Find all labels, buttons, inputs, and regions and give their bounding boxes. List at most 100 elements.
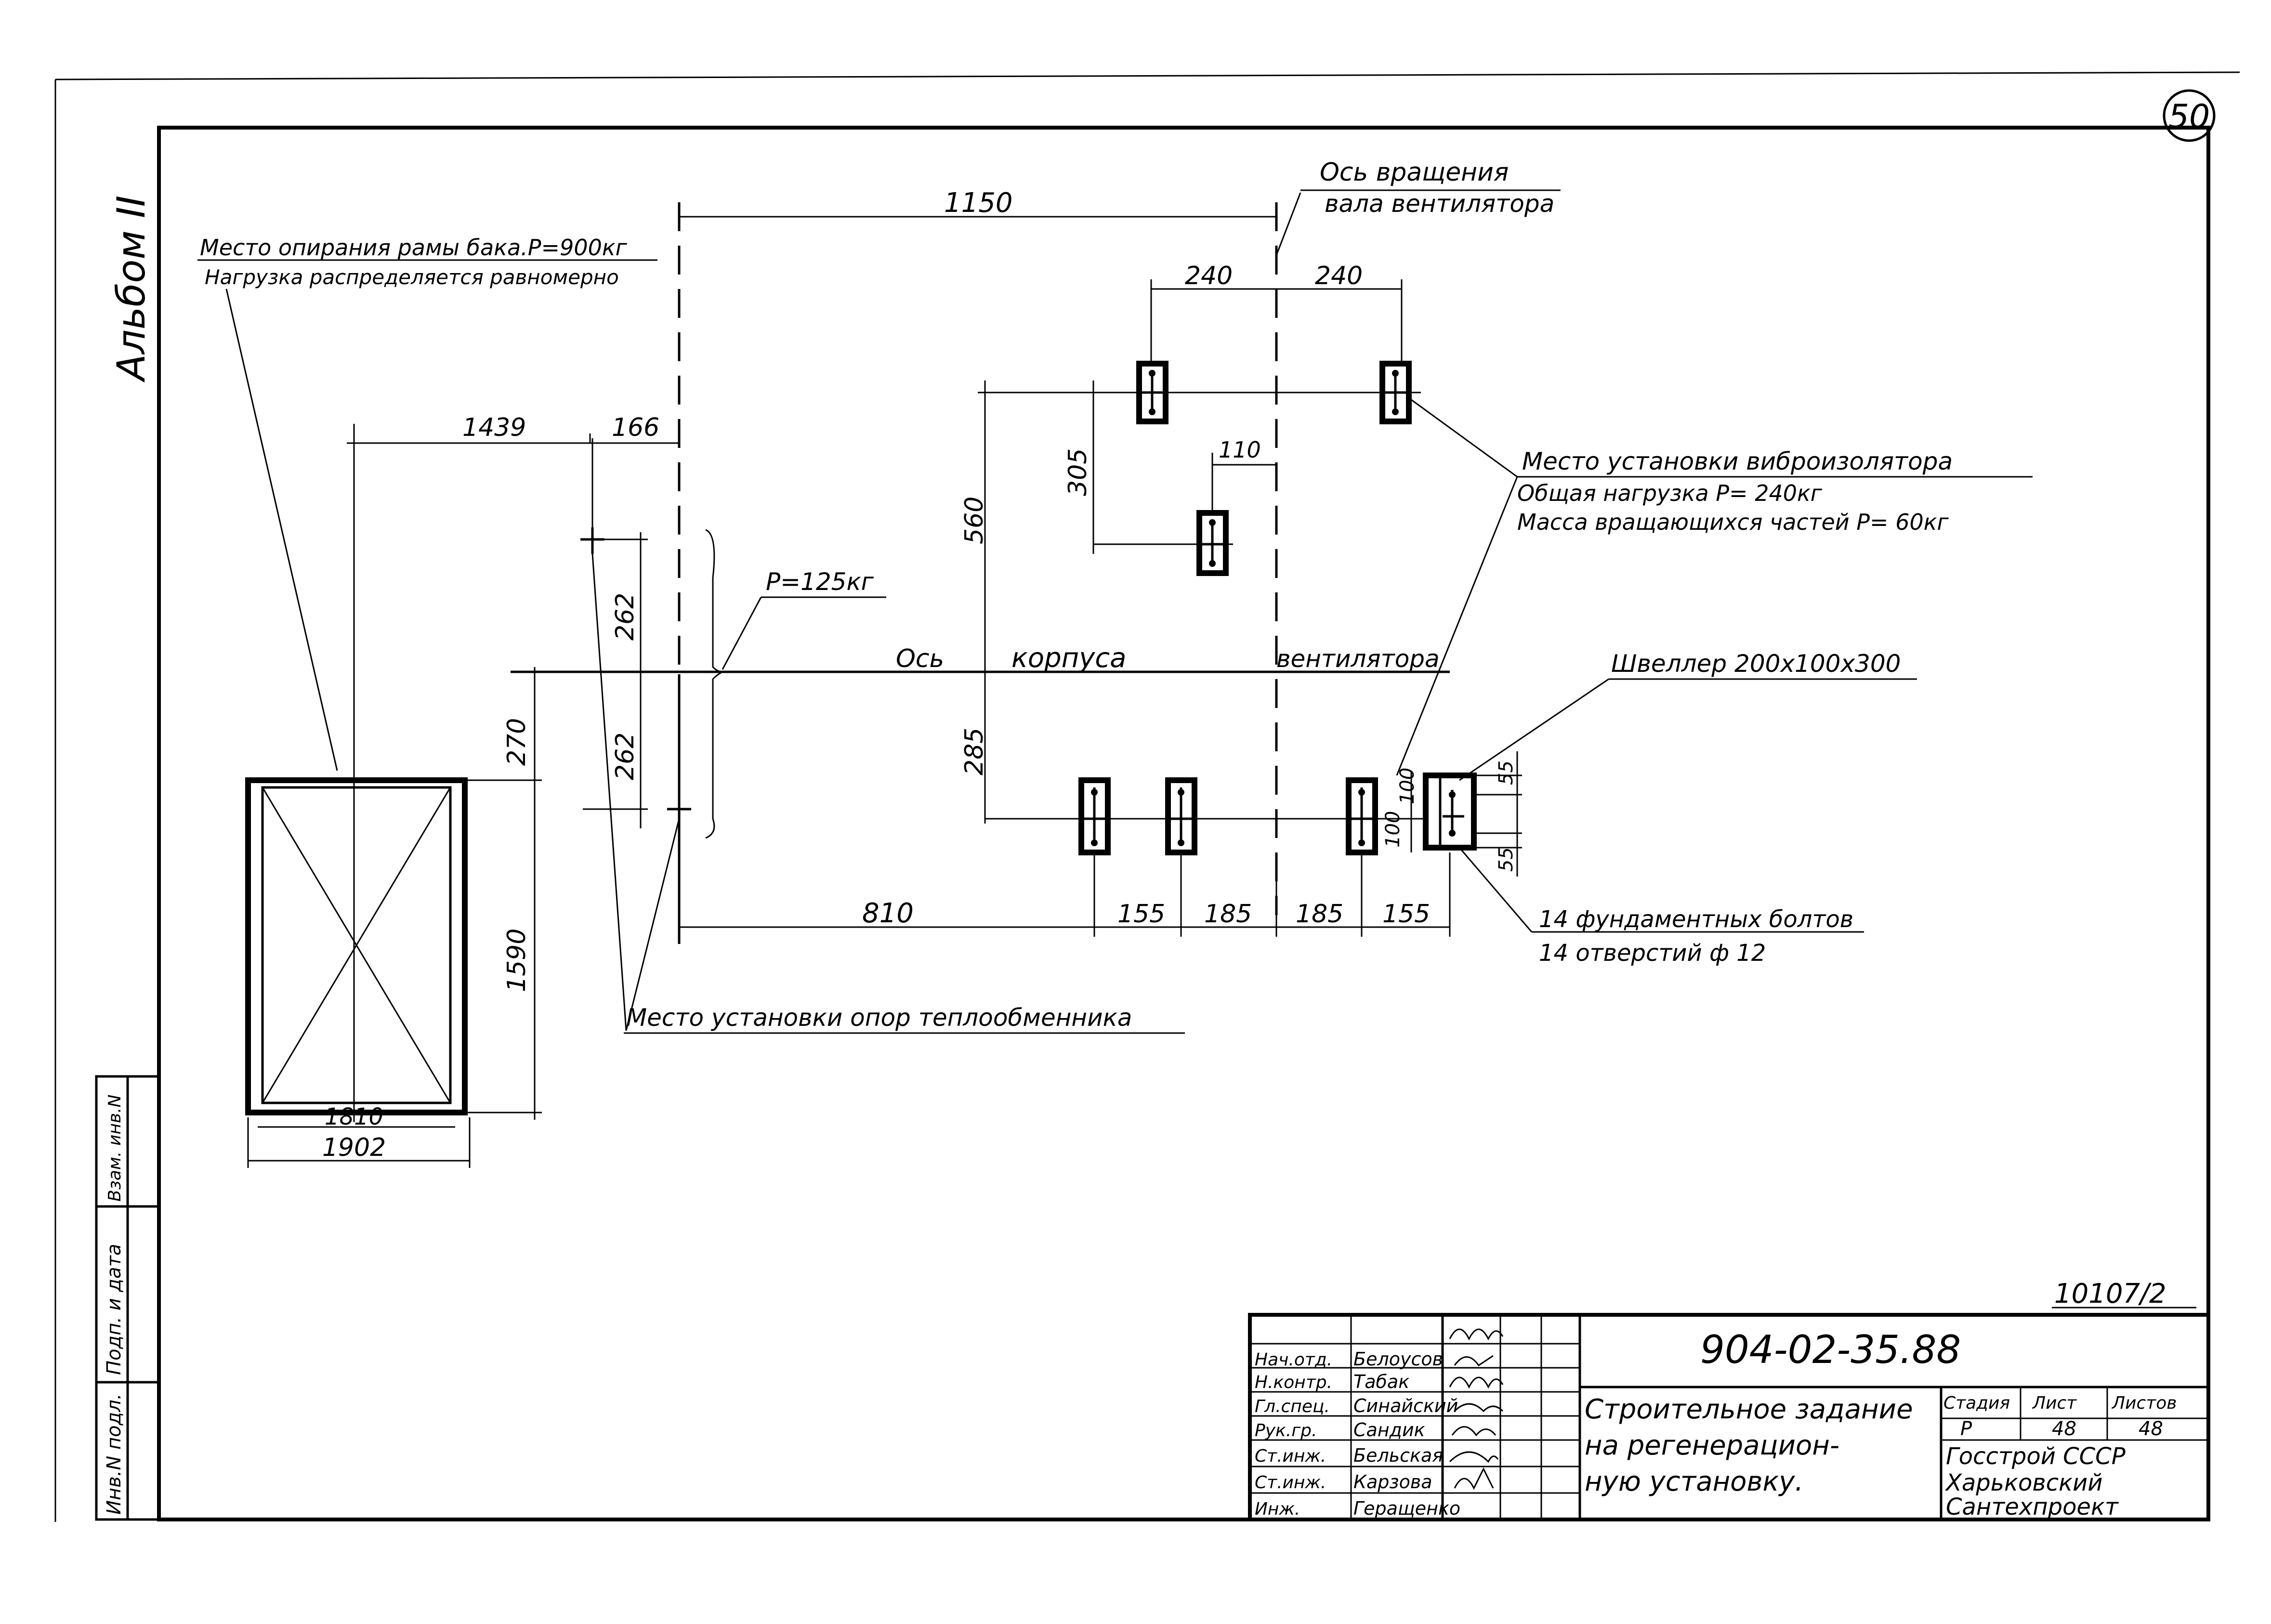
svg-text:1902: 1902	[322, 1133, 386, 1162]
svg-text:560: 560	[960, 497, 989, 544]
signature-7	[1454, 1467, 1494, 1490]
dim-110: 110	[1211, 437, 1276, 513]
bolts-leader	[1458, 847, 1533, 932]
frame-support-leader	[225, 288, 338, 771]
dim-240-240: 240 240	[1150, 262, 1403, 366]
svg-text:1439: 1439	[462, 413, 526, 442]
svg-text:270: 270	[502, 718, 531, 766]
doc-number: 904-02-35.88	[1700, 1327, 1961, 1372]
dim-270-1590: 270 1590	[462, 667, 684, 1120]
exchanger-leader-1	[591, 553, 627, 1031]
title-line-3: ную установку.	[1585, 1466, 1803, 1497]
album-label: Альбом II	[109, 196, 154, 383]
svg-text:1150: 1150	[944, 187, 1013, 219]
exchanger-supports: 262 262	[580, 438, 691, 944]
tb-role-2: Н.контр.	[1255, 1373, 1332, 1392]
vibro-text-3: Масса вращающихся частей P= 60кг	[1517, 509, 1949, 535]
inventory-number: 10107/2	[2054, 1278, 2166, 1310]
svg-text:155: 155	[1382, 900, 1430, 929]
org-line-1: Госстрой СССР	[1946, 1443, 2126, 1470]
channel-section	[1423, 773, 1477, 851]
signature-4	[1454, 1403, 1504, 1413]
sheet-label: Лист	[2032, 1393, 2077, 1413]
vzam-label: Взам. инв.N	[105, 1095, 125, 1202]
svg-text:55: 55	[1495, 760, 1517, 785]
channel-2	[1165, 777, 1197, 855]
channel-1	[1078, 777, 1111, 855]
bottom-dim-chain: 810 155 185 185 155	[679, 852, 1451, 937]
frame-support-text-1: Место опирания рамы бака.P=900кг	[200, 235, 628, 261]
shaft-axis-text-2: вала вентилятора	[1325, 190, 1554, 218]
tb-name-3: Синайский	[1353, 1395, 1458, 1416]
fan-word: вентилятора	[1276, 645, 1440, 673]
svg-text:185: 185	[1296, 900, 1343, 929]
dim-1902: 1902	[247, 1117, 471, 1168]
svg-text:100: 100	[1396, 768, 1418, 804]
bolts-text-1: 14 фундаментных болтов	[1539, 906, 1853, 933]
tb-name-2: Табак	[1353, 1371, 1409, 1392]
exchanger-leader-2	[625, 818, 680, 1031]
vibro-text-2: Общая нагрузка P= 240кг	[1517, 480, 1823, 506]
svg-text:185: 185	[1204, 900, 1252, 929]
signature-1	[1449, 1328, 1504, 1341]
svg-text:285: 285	[960, 728, 989, 775]
axis-word: Ось	[896, 644, 944, 673]
org-line-2: Харьковский	[1944, 1469, 2102, 1496]
shaft-axis-text-1: Ось вращения	[1320, 158, 1509, 187]
sheets-label: Листов	[2111, 1393, 2177, 1413]
trim-line	[55, 71, 2240, 80]
vibro-text-1: Место установки виброизолятора	[1522, 447, 1953, 475]
svg-text:240: 240	[1185, 262, 1233, 290]
channel-leader	[1459, 678, 1609, 781]
left-strip: Инв.N подл. Подп. и дата Взам. инв.N	[95, 1075, 160, 1521]
bolts-text-2: 14 отверстий ф 12	[1539, 940, 1766, 967]
load-bracket	[705, 529, 723, 839]
sheets-value: 48	[2139, 1418, 2163, 1440]
signature-2	[1454, 1355, 1494, 1367]
stage-value: Р	[1960, 1418, 1972, 1440]
tb-role-1: Нач.отд.	[1255, 1350, 1332, 1370]
dim-1150: 1150	[679, 187, 1276, 219]
exchanger-text: Место установки опор теплообменника	[626, 1004, 1132, 1032]
tb-role-6: Ст.инж.	[1255, 1473, 1326, 1493]
title-line-1: Строительное задание	[1585, 1394, 1913, 1425]
sheet-frame	[157, 126, 2210, 1521]
svg-text:305: 305	[1063, 448, 1092, 496]
tb-role-3: Гл.спец.	[1255, 1397, 1330, 1416]
title-line-2: на регенерацион-	[1585, 1430, 1839, 1461]
vibro-leader	[1411, 399, 1518, 478]
org-line-3: Сантехпроект	[1946, 1493, 2119, 1520]
title-block: Нач.отд. Белоусов Н.контр. Табак Гл.спец…	[1248, 1313, 2210, 1521]
svg-text:100: 100	[1382, 811, 1404, 848]
channel-3	[1346, 777, 1378, 855]
p125-leader	[722, 597, 762, 670]
sheet-number-badge: 50	[2163, 89, 2216, 142]
frame-support-text-2: Нагрузка распределяется равномерно	[205, 265, 619, 289]
inv-podl-label: Инв.N подл.	[103, 1393, 125, 1515]
tb-role-5: Ст.инж.	[1255, 1446, 1326, 1466]
svg-text:155: 155	[1117, 900, 1165, 929]
svg-text:810: 810	[862, 898, 914, 929]
stage-label: Стадия	[1943, 1393, 2010, 1413]
signature-3	[1449, 1376, 1504, 1389]
sheet-number: 50	[2168, 98, 2210, 136]
sheet-value: 48	[2052, 1418, 2076, 1440]
signature-6	[1449, 1451, 1499, 1463]
svg-text:166: 166	[612, 413, 659, 442]
shaft-axis-leader	[1275, 192, 1301, 256]
svg-text:1590: 1590	[502, 929, 531, 992]
tb-name-7: Геращенко	[1353, 1498, 1460, 1519]
dim-1439-166: 1439 166	[347, 413, 679, 453]
tank-frame	[245, 429, 468, 1122]
svg-text:1810: 1810	[325, 1103, 383, 1130]
vibro-isolator-center	[1196, 510, 1229, 576]
signature-5	[1451, 1426, 1496, 1437]
dim-1810: 1810	[258, 1103, 455, 1130]
channel-text: Швеллер 200х100х300	[1611, 650, 1901, 678]
sign-date-label: Подп. и дата	[103, 1244, 125, 1375]
svg-text:240: 240	[1315, 262, 1363, 290]
tb-name-6: Карзова	[1353, 1471, 1432, 1493]
tb-name-4: Сандик	[1353, 1419, 1425, 1441]
tb-name-5: Бельская	[1353, 1445, 1443, 1466]
body-word: корпуса	[1011, 642, 1127, 674]
